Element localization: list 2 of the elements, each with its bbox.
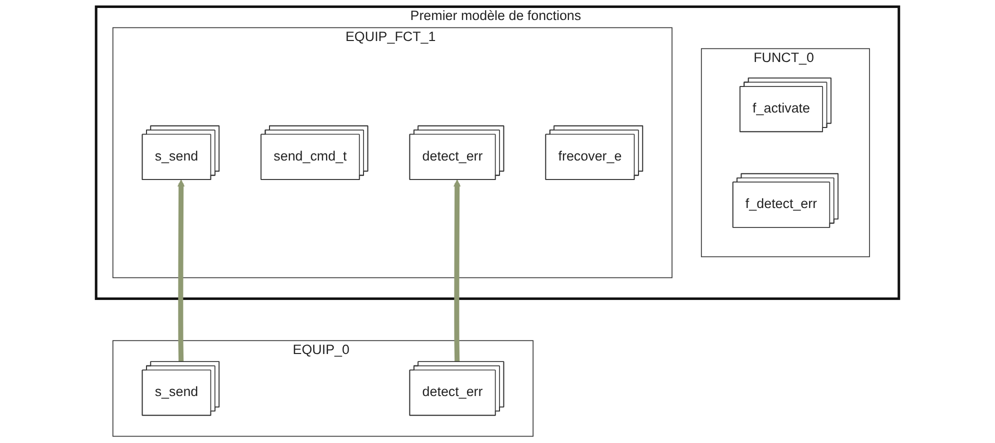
arrow	[177, 180, 185, 362]
arrow	[453, 180, 461, 362]
